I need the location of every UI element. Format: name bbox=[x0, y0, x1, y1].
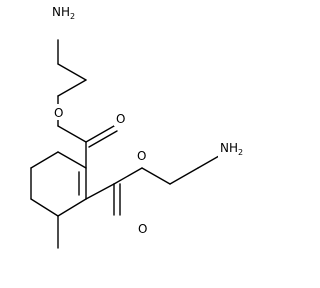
carbonyl-oxygen-label-right: O bbox=[138, 222, 147, 236]
ring-bond bbox=[30, 198, 59, 217]
ester-single-bond bbox=[113, 167, 143, 185]
ring-bond bbox=[57, 198, 87, 217]
ring-bond bbox=[57, 151, 87, 169]
ester-oxygen-label-top: O bbox=[54, 106, 63, 120]
ethylene-bond bbox=[169, 167, 199, 185]
atom-labels: NH2 O O NH2 O O bbox=[50, 2, 260, 236]
carbonyl-oxygen-label-top: O bbox=[116, 112, 125, 126]
ring-bond bbox=[30, 151, 59, 169]
carbonyl-double-bond bbox=[85, 125, 115, 143]
structure-diagram: NH2 O O NH2 O O bbox=[30, 2, 260, 249]
ester-oxygen-bond bbox=[141, 167, 171, 185]
cyclohexene-ring bbox=[30, 151, 87, 217]
carbonyl-double-bond bbox=[88, 130, 118, 148]
amine-label-top: NH2 bbox=[52, 5, 75, 21]
upper-ester-group bbox=[57, 39, 118, 169]
ester-oxygen-label-right: O bbox=[137, 149, 146, 163]
amine-label-right: NH2 bbox=[220, 141, 243, 157]
ester-single-bond bbox=[57, 125, 87, 143]
right-ester-group bbox=[85, 151, 227, 216]
carbonyl-attachment-bond bbox=[85, 183, 115, 200]
ethylene-bond bbox=[57, 63, 87, 81]
ethylene-bond bbox=[57, 79, 87, 97]
